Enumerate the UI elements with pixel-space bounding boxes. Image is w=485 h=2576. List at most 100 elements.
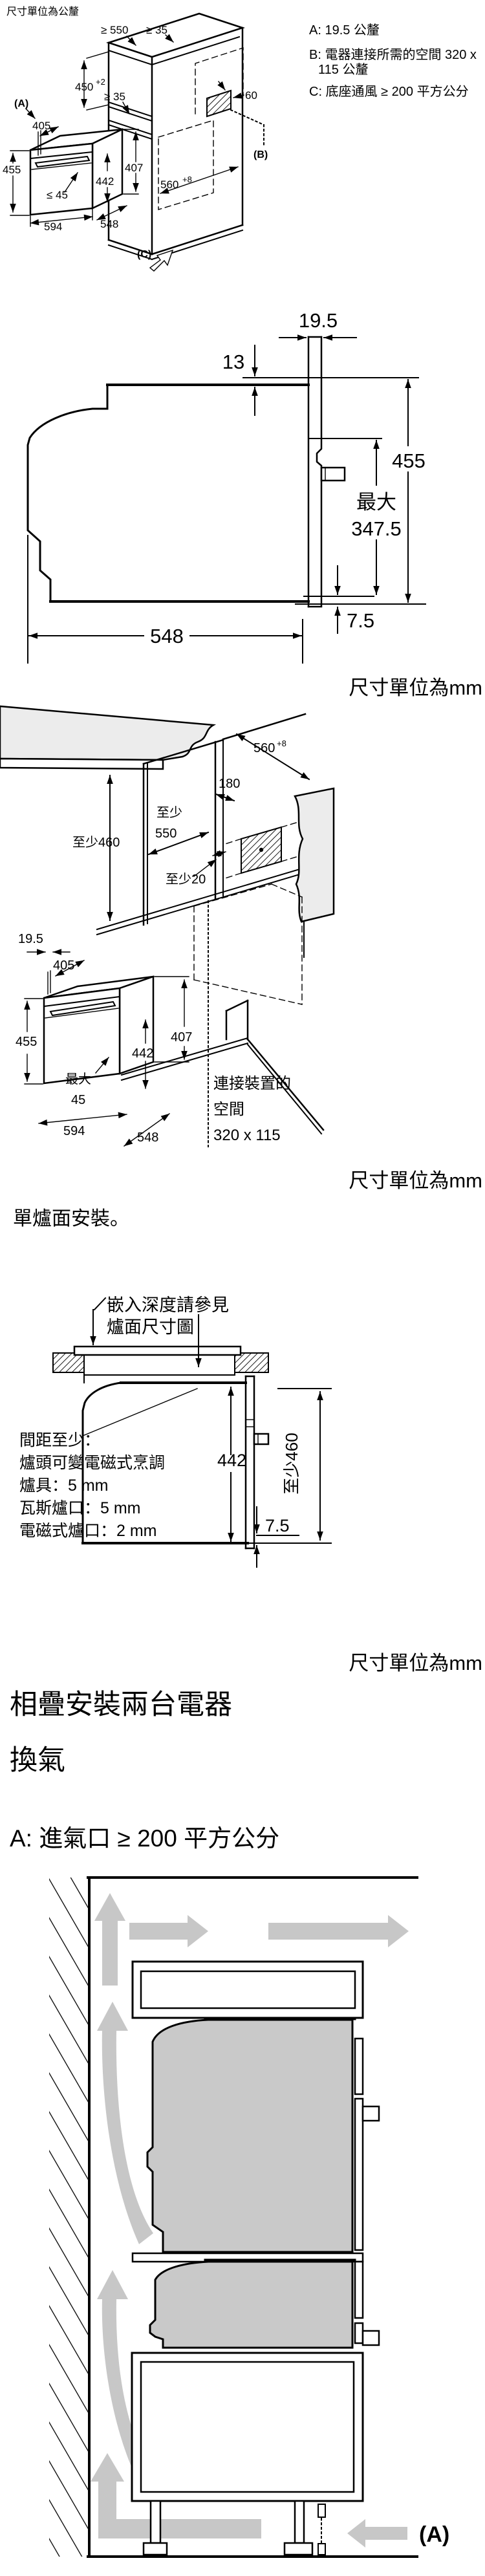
lower-knob [361, 2330, 380, 2346]
lower-cabinet [131, 2352, 364, 2556]
dim-max-label: 最大 [356, 491, 396, 514]
dim-width: 594 [63, 1124, 85, 1138]
dim-max-value: 347.5 [351, 517, 402, 540]
legend-c: C: 底座通風 ≥ 200 平方公分 [309, 84, 469, 99]
mark-a: (A) [419, 2522, 449, 2547]
oven-3d [29, 128, 124, 216]
connection-space-note: 連接裝置的 空間 320 x 115 [213, 1075, 291, 1144]
mark-c: (C) [137, 249, 151, 260]
heading-ventilation: 換氣 [10, 1745, 65, 1776]
dim-front-frame: 19.5 [299, 309, 338, 332]
stacking-diagram: (A) [49, 1876, 449, 2558]
mark-a: (A) [14, 98, 28, 109]
callout-line2: 爐面尺寸圖 [107, 1317, 194, 1337]
dimensions: 442 至少460 7.5 [217, 1387, 332, 1568]
clearance-line5: 電磁式爐口：2 mm [19, 1522, 157, 1540]
vent-gauge-bottom [318, 2543, 326, 2555]
connection-line1: 連接裝置的 [213, 1075, 291, 1092]
clearance-note: 間距至少： 爐頭可變電磁式烹調 爐具：5 mm 瓦斯爐口：5 mm 電磁式爐口：… [19, 1431, 165, 1540]
clearance-line1: 間距至少： [19, 1431, 100, 1449]
dim-vent-depth: 60 [245, 89, 257, 102]
dim-oven-height: 455 [16, 1035, 37, 1049]
dim-right-height: 407 [125, 162, 143, 174]
dim-depth-min-2: 550 [155, 827, 177, 841]
air-inlet-arrow [347, 2519, 407, 2548]
connection-line2: 空間 [213, 1101, 244, 1118]
heading-single-hob: 單爐面安裝。 [13, 1208, 129, 1229]
oven-handle [49, 1001, 116, 1017]
clearance-line3: 爐具：5 mm [19, 1477, 109, 1495]
cabinet-leg [294, 2500, 305, 2544]
cabinet-structure [120, 883, 325, 1147]
dim-depth: 548 [100, 218, 118, 230]
connection-line3: 320 x 115 [213, 1127, 281, 1144]
vent-hatch [206, 89, 232, 118]
air-inlet-note: A: 進氣口 ≥ 200 平方公分 [10, 1825, 280, 1852]
dim-gap-min: 至少20 [166, 872, 206, 887]
unit-note-top: 尺寸單位為公釐 [6, 6, 80, 17]
unit-caption-3: 尺寸單位為mm [349, 1652, 482, 1674]
front-panels-knobs [354, 2037, 380, 2346]
dim-body-height: 442 [217, 1451, 246, 1470]
dim-niche-depth: 560 [253, 741, 275, 755]
oven-handle [34, 155, 91, 168]
countertop [0, 705, 217, 770]
dim-front-frame: 19.5 [18, 932, 43, 946]
dim-niche-width: 560 [160, 179, 178, 191]
dim-height-min: 至少460 [282, 1433, 301, 1494]
overview-diagram: ≥ 550 ≥ 35 450 +2 ≥ 35 60 (B) 560 +8 (C) [3, 12, 477, 272]
dim-oven-top-width: 405 [32, 120, 50, 132]
dim-handle-1: 最大 [65, 1072, 91, 1087]
dim-height-min: 至少460 [72, 835, 120, 850]
connection-dotted-line [230, 109, 264, 146]
max-depth-dim: 最大 347.5 [303, 438, 402, 597]
niche-diagram: 560 +8 180 至少 550 至少460 至少20 19.5 [0, 705, 335, 1147]
control-knob [253, 1433, 270, 1445]
dim-top-clearance: 13 [222, 351, 244, 373]
niche-dimensions: 560 +8 180 至少 550 至少460 至少20 [72, 733, 310, 921]
dim-bottom-frame: 7.5 [347, 609, 374, 632]
depth-548-dim: 548 [27, 535, 303, 664]
oven-dimensions: (A) 405 455 ≤ 45 442 407 594 548 [3, 98, 143, 233]
dim-height: 455 [392, 449, 426, 472]
cabinet-foot [142, 2542, 168, 2556]
dim-depth: 548 [150, 625, 184, 647]
dim-niche-depth-sup: +8 [277, 739, 286, 748]
dim-depth-min: ≥ 550 [101, 24, 128, 36]
unit-caption-1: 尺寸單位為mm [349, 676, 482, 699]
upper-appliance [146, 2017, 356, 2253]
oven-dimensions: 19.5 405 455 最大 45 442 407 594 548 [16, 932, 192, 1147]
legend-b2: 115 公釐 [318, 62, 368, 77]
dim-gap-mid: ≥ 35 [104, 91, 125, 103]
cabinet-foot [283, 2542, 314, 2556]
callout-line1: 嵌入深度請參見 [107, 1295, 229, 1315]
bottom-frame-dim: 7.5 [334, 565, 374, 634]
oven-profile [81, 1375, 270, 1550]
niche-vent [222, 820, 303, 880]
dim-right-height: 407 [171, 1030, 192, 1044]
right-wall-break [294, 787, 335, 923]
heading-stacking: 相疊安裝兩台電器 [10, 1689, 232, 1720]
worktop [52, 1314, 269, 1383]
appliance-profile [27, 384, 346, 603]
dim-depth-min-1: 至少 [156, 805, 182, 820]
dim-body-height: 442 [132, 1046, 153, 1061]
clearance-line4: 瓦斯爐口：5 mm [19, 1499, 141, 1517]
dim-width: 594 [44, 221, 62, 233]
wall-floor [49, 1876, 418, 2558]
height-455-dim: 455 [295, 379, 426, 605]
airflow-arrows [91, 1893, 409, 2548]
hob-section-diagram: 嵌入深度請參見 爐面尺寸圖 [19, 1295, 332, 1568]
upper-knob [361, 2105, 380, 2122]
clearance-line2: 爐頭可變電磁式烹調 [19, 1454, 165, 1472]
hob-glass [73, 1345, 242, 1356]
oven-3d [43, 970, 155, 1085]
dim-oven-height: 455 [3, 164, 21, 176]
vent-gauge-top [318, 2504, 326, 2518]
unit-caption-2: 尺寸單位為mm [349, 1169, 482, 1192]
mark-b: (B) [253, 149, 268, 160]
front-frame-dim: 19.5 [279, 309, 357, 608]
dim-handle-2: 45 [71, 1093, 85, 1107]
legend-a: A: 19.5 公釐 [309, 23, 380, 38]
dim-back-clearance: 180 [219, 777, 240, 791]
